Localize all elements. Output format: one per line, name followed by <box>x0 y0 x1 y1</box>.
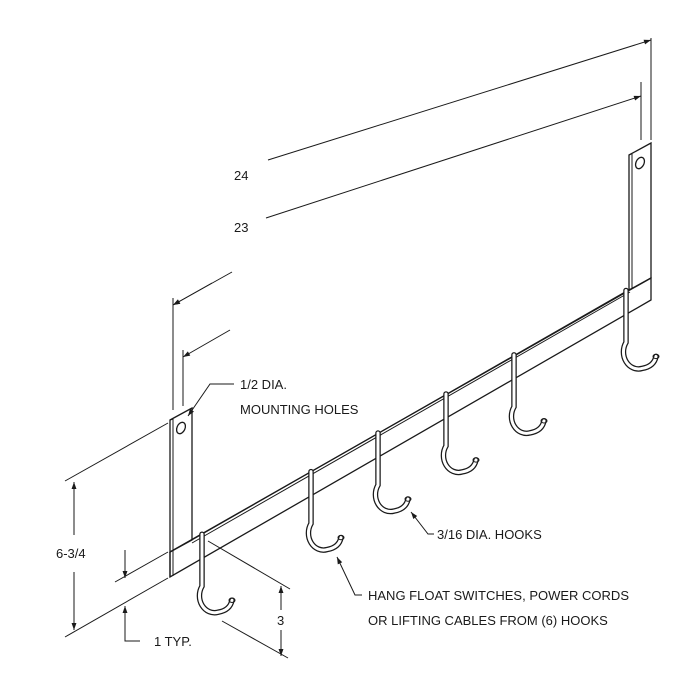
hook-tip <box>652 353 660 360</box>
left-mounting-plate <box>169 406 193 577</box>
hooks <box>196 287 660 616</box>
hook-tip <box>472 457 480 463</box>
usage-label: HANG FLOAT SWITCHES, POWER CORDS <box>368 588 629 603</box>
usage-label: OR LIFTING CABLES FROM (6) HOOKS <box>368 613 608 628</box>
hook-outline <box>197 532 234 615</box>
leader-line <box>187 383 234 417</box>
extension-line <box>221 620 289 659</box>
hook-outline <box>620 287 659 372</box>
mounting-hole-icon <box>175 421 187 435</box>
dimension-line <box>182 329 231 358</box>
leader-line <box>410 511 434 535</box>
hook <box>305 468 345 553</box>
dimension-bar-label: 1 TYP. <box>154 634 192 649</box>
extension-line <box>64 422 169 482</box>
hook-outline <box>621 288 658 371</box>
hook-tip <box>337 534 345 541</box>
dimension-line <box>122 606 140 642</box>
dimension-line <box>172 282 213 306</box>
hook-outline <box>508 352 547 437</box>
hooks-label: 3/16 DIA. HOOKS <box>437 527 542 542</box>
extension-line <box>114 551 169 583</box>
dimension-height-label: 6-3/4 <box>56 546 86 561</box>
hook <box>372 430 412 515</box>
hook <box>440 391 480 476</box>
mounting-holes-label: 1/2 DIA. <box>240 377 287 392</box>
leader-line <box>336 556 362 596</box>
hook-outline <box>440 391 479 476</box>
dimension-line <box>267 39 652 161</box>
mounting-hole-icon <box>634 156 646 170</box>
mounting-bar <box>169 276 652 579</box>
extension-line <box>207 540 291 590</box>
hook-outline <box>306 470 343 552</box>
hook <box>196 531 236 616</box>
hook-tip <box>540 418 548 424</box>
right-mounting-plate <box>628 141 652 292</box>
dimension-line <box>265 95 642 219</box>
dimension-24-label: 24 <box>234 168 248 183</box>
hook-tip <box>404 496 412 502</box>
hook-outline <box>305 468 344 553</box>
mounting-holes-label: MOUNTING HOLES <box>240 402 359 417</box>
dimension-hook-label: 3 <box>277 613 284 628</box>
hook-outline <box>372 430 411 515</box>
hook-outline <box>373 431 410 514</box>
extension-line <box>64 577 169 638</box>
hook-tip <box>228 597 236 603</box>
hook <box>620 287 660 372</box>
hook <box>508 352 548 437</box>
hook-outline <box>509 353 546 435</box>
hook-outline <box>441 392 478 474</box>
dimension-23-label: 23 <box>234 220 248 235</box>
